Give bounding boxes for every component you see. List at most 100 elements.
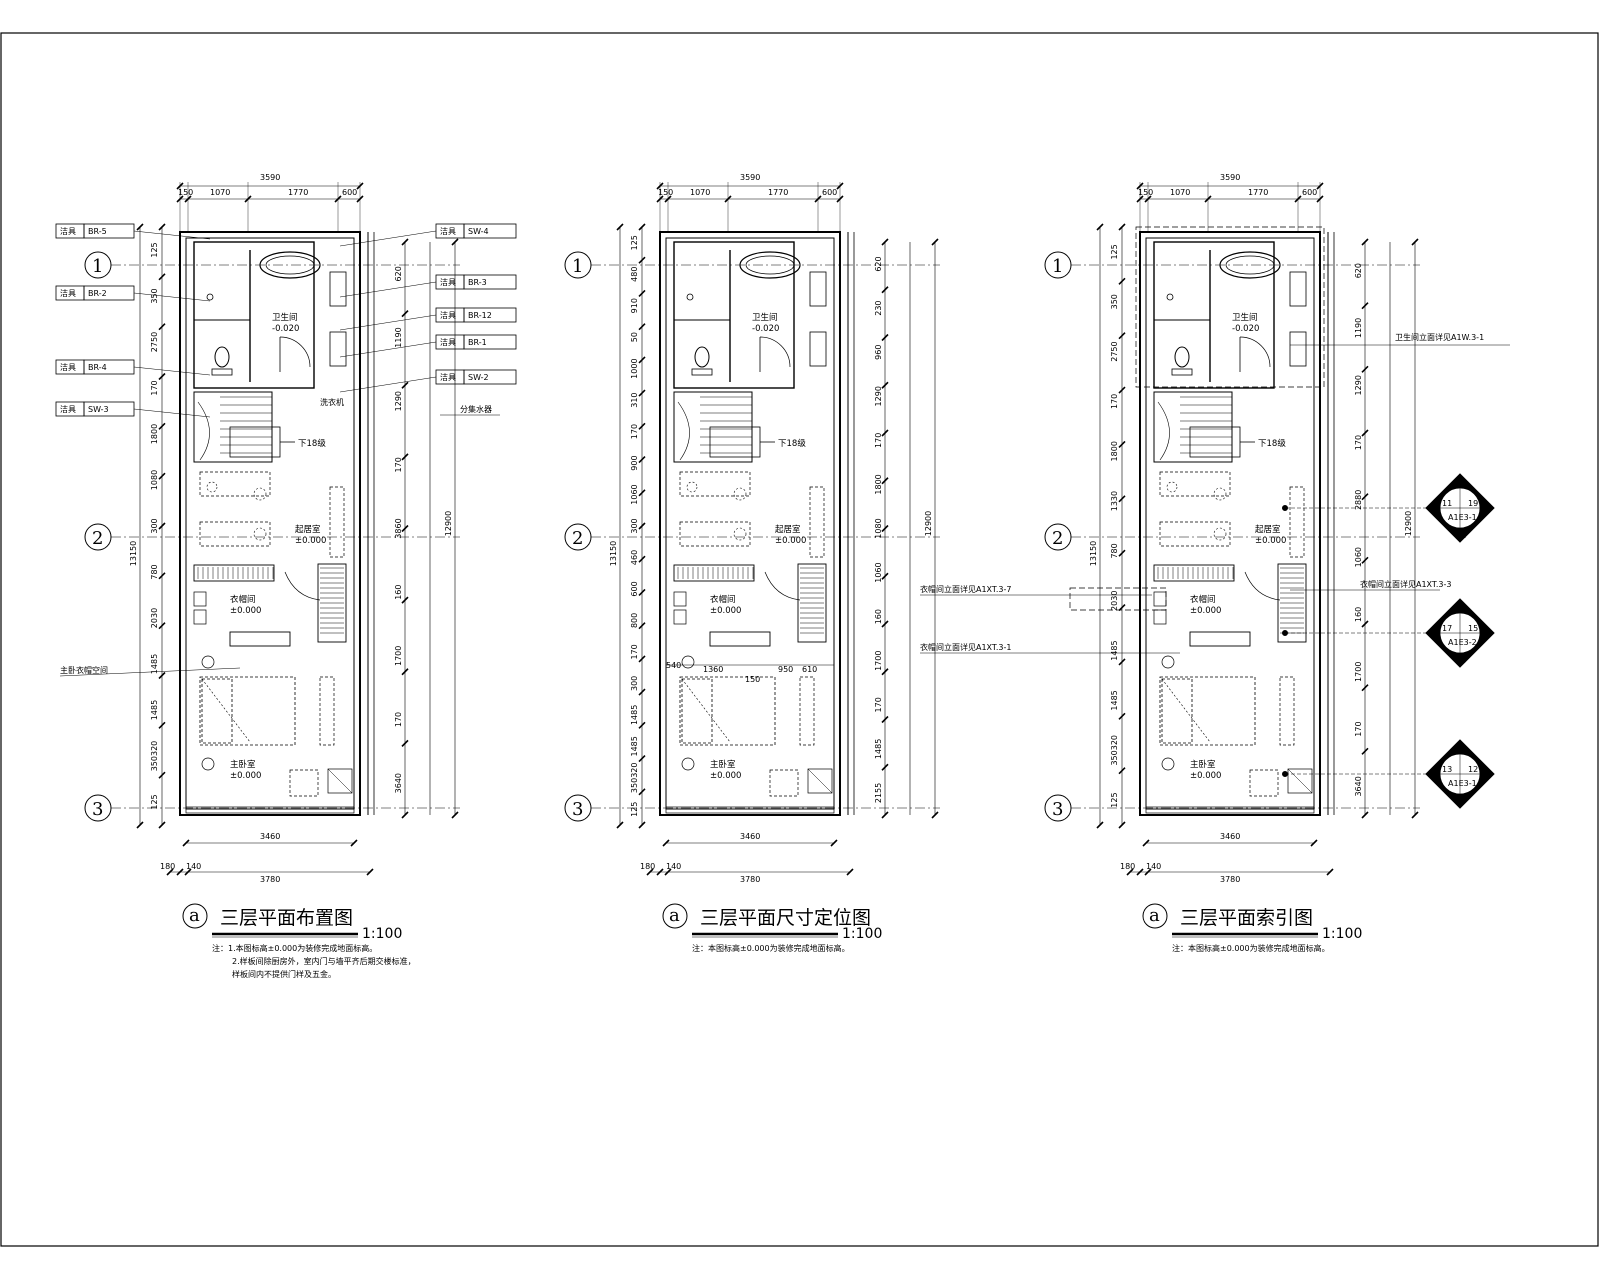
sofa-dashed: [1159, 521, 1231, 547]
dim-left-value: 125: [630, 802, 639, 817]
dim-left-value: 2750: [1110, 341, 1119, 361]
index-ref: 衣帽间立面详见A1XT.3-1: [920, 642, 1011, 652]
elevation-number: 16: [1456, 656, 1466, 665]
title-marker-circle: [1142, 903, 1168, 929]
small-cabinet: [193, 591, 207, 607]
room-level: ±0.000: [710, 771, 741, 781]
dimension-tick: [451, 811, 459, 819]
dim-left-value: 125: [1110, 244, 1119, 259]
lamp-icon: [681, 655, 695, 669]
dim-left-value: 1000: [630, 358, 639, 378]
dim-left-value: 1330: [1110, 491, 1119, 511]
dimension-tick: [184, 868, 192, 876]
dim-left-value: 170: [630, 644, 639, 659]
dimension-tick: [1118, 767, 1126, 775]
leader-line: [133, 292, 211, 302]
dimension-tick: [158, 771, 166, 779]
dim-left-value: 350: [150, 288, 159, 303]
elevation-number: 11: [1442, 499, 1452, 508]
dimension-tick: [1361, 556, 1369, 564]
dim-right-value: 3640: [1354, 776, 1363, 796]
cabinet-dashed: [799, 676, 815, 746]
dim-bottom-left: 180: [160, 862, 175, 871]
small-label: 分集水器: [460, 404, 492, 414]
sofa-dashed: [199, 521, 271, 547]
dimension-tick: [1118, 495, 1126, 503]
inner-dim: 1360: [703, 665, 723, 674]
elevation-number: 14: [1456, 604, 1466, 613]
dimension-tick: [158, 372, 166, 381]
dim-top-total: 3590: [260, 173, 280, 182]
room-name: 卫生间: [752, 312, 778, 323]
dim-left-value: 310: [630, 392, 639, 407]
tag-code-box: [463, 334, 517, 350]
dim-right-value: 960: [874, 345, 883, 360]
dimension-tick: [638, 323, 646, 331]
bathroom-wall: [673, 241, 795, 389]
room-level: -0.020: [1232, 324, 1259, 334]
dim-left-total: 13150: [129, 541, 138, 566]
tag-code: SW-4: [468, 227, 489, 236]
small-label: 洗衣机: [320, 397, 344, 407]
dimension-tick: [638, 754, 646, 763]
dimension-tick: [881, 381, 889, 389]
dim-right-value: 1700: [1354, 662, 1363, 682]
door-swing: [279, 336, 311, 368]
cabinet-dashed: [329, 486, 345, 558]
dimension-tick: [1118, 712, 1126, 720]
elevation-number: 12: [1468, 765, 1478, 774]
room-level: ±0.000: [1255, 536, 1286, 546]
dimension-tick: [1411, 811, 1419, 819]
chair-dashed: [1166, 481, 1178, 493]
dimension-tick: [401, 524, 409, 533]
dim-left-value: 780: [150, 564, 159, 579]
dimension-tick: [881, 620, 889, 628]
dim-right-value: 160: [394, 585, 403, 600]
dimension-tick: [1326, 868, 1334, 876]
dimension-tick: [158, 522, 166, 530]
dim-right-value: 1700: [394, 646, 403, 666]
dimension-tick: [638, 821, 646, 829]
dim-top-part: 1770: [1248, 188, 1268, 197]
dim-right-value: 170: [1354, 721, 1363, 736]
dim-right-value: 1485: [874, 739, 883, 759]
dimension-tick: [1361, 365, 1369, 373]
dimension-tick: [881, 715, 889, 724]
dimension-tick: [158, 821, 166, 829]
dimension-tick: [1118, 223, 1126, 231]
wardrobe-rack: [1277, 563, 1307, 643]
inner-dim: 540: [666, 661, 681, 670]
room-name: 主卧室: [710, 759, 736, 770]
dimension-tick: [1096, 821, 1104, 829]
plan-index: 下18级卫生间-0.020起居室±0.000衣帽间±0.000主卧室±0.000…: [920, 173, 1510, 953]
dim-right-value: 1190: [394, 327, 403, 347]
grid-axis-label: 2: [572, 528, 583, 549]
dim-bottom-left: 180: [1120, 862, 1135, 871]
dimension-tick: [1118, 821, 1126, 829]
small-cabinet: [1153, 609, 1167, 625]
dim-right-total: 12900: [924, 511, 933, 536]
dimension-tick: [1361, 747, 1369, 755]
tag-kind: 洁具: [440, 277, 456, 287]
dim-bottom-inner: 3460: [260, 832, 280, 841]
toilet-tank: [211, 368, 233, 376]
dim-top-part: 600: [1302, 188, 1317, 197]
wardrobe-rack: [797, 563, 827, 643]
dim-left-value: 480: [630, 267, 639, 282]
bed-headboard: [201, 678, 233, 744]
dimension-tick: [881, 524, 889, 533]
room-level: -0.020: [752, 324, 779, 334]
tag-code: BR-2: [88, 289, 107, 298]
chair-dashed: [686, 481, 698, 493]
door-swing: [1239, 336, 1271, 368]
toilet-icon: [694, 346, 710, 368]
dimension-tick: [176, 868, 184, 876]
room-name: 衣帽间: [230, 594, 256, 605]
sheet-border: [0, 32, 1599, 1247]
dimension-tick: [401, 381, 409, 389]
dimension-tick: [451, 238, 459, 246]
dimension-tick: [638, 455, 646, 464]
cabinet-dashed: [809, 486, 825, 558]
leader-line: [339, 314, 437, 331]
chair-dashed: [733, 527, 747, 541]
